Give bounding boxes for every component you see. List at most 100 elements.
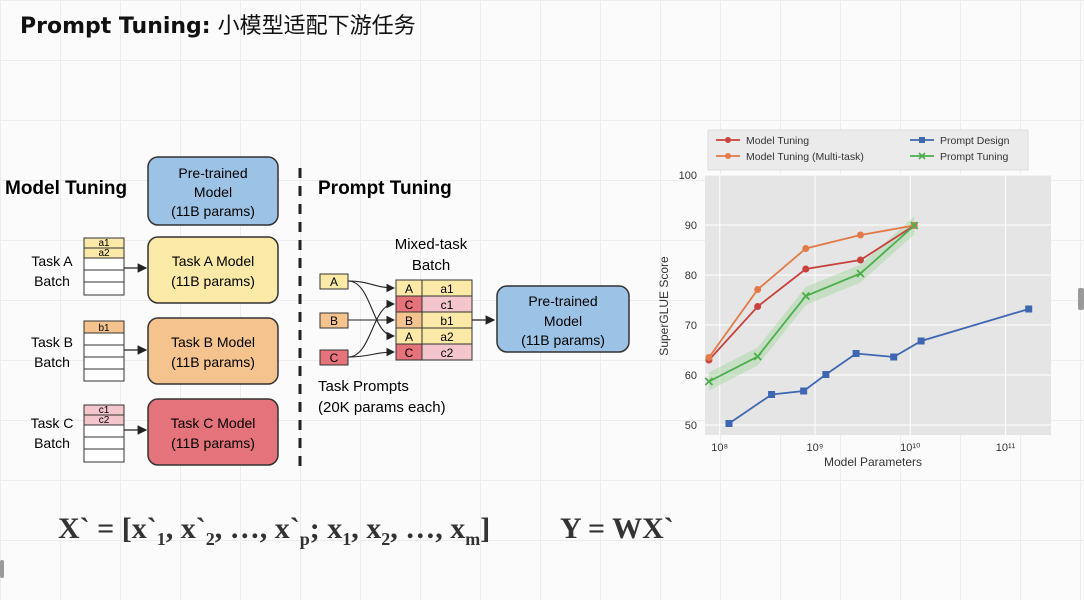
title-en: Prompt Tuning: [20,14,211,39]
svg-text:Batch: Batch [34,354,70,370]
svg-text:(11B params): (11B params) [171,273,255,289]
legend-marker [725,137,731,143]
legend-label: Prompt Design [940,135,1010,147]
y-tick-label: 100 [679,170,697,182]
task-b-model-box [147,317,279,385]
task-b-group: Task B Batch b1 Task B Model (11B params… [31,317,279,385]
svg-text:C: C [405,298,414,312]
svg-text:(11B params): (11B params) [171,203,255,219]
pretrained-model-box: Pre-trained Model (11B params) [147,156,279,226]
svg-text:a2: a2 [98,248,110,259]
series-layer [704,216,1033,427]
task-prompts: A B C [319,273,349,366]
data-point [822,371,830,378]
data-point [704,377,714,386]
plot-area [705,175,1051,435]
scroll-handle-right[interactable] [1078,288,1084,310]
series-2 [725,305,1033,427]
task-prompts-label: Task Prompts [318,378,409,395]
data-point [725,420,733,427]
data-point [754,303,762,310]
data-point [801,291,810,301]
grid [705,174,1051,435]
data-point [1025,305,1033,313]
svg-text:(11B params): (11B params) [521,332,605,348]
y-tick-label: 70 [685,320,697,332]
x-axis-label: Model Parameters [824,455,922,469]
title-zh: 小模型适配下游任务 [217,14,416,39]
slide-title: Prompt Tuning: 小模型适配下游任务 [20,8,416,40]
data-point [856,269,865,278]
x-tick-label: 10¹⁰ [900,442,921,454]
task-c-label: Task C [31,415,74,431]
prompt-connectors [347,280,396,358]
svg-text:c1: c1 [441,298,454,312]
svg-text:Task C Model: Task C Model [171,415,256,431]
task-a-batch-table: a1 a2 [83,237,125,296]
tuning-diagram: Model Tuning Prompt Tuning Pre-trained M… [5,156,630,466]
legend-marker [725,153,731,159]
task-b-label: Task B [31,334,73,350]
svg-text:(20K params each): (20K params each) [318,399,446,416]
task-a-model-box [147,236,279,304]
legend-label: Model Tuning (Multi-task) [746,151,864,163]
svg-text:B: B [330,314,338,328]
svg-text:Task A Model: Task A Model [172,253,255,269]
data-point [910,221,919,230]
mixed-batch-table: A a1 C c1 B b1 A a2 C c2 [395,279,473,361]
data-point [802,245,810,252]
data-point [917,337,925,345]
svg-text:A: A [330,275,338,289]
y-tick-label: 90 [685,220,697,232]
data-point [856,256,864,264]
y-tick-label: 50 [685,420,697,432]
task-a-label: Task A [31,253,73,269]
legend-marker [918,152,926,160]
legend-label: Model Tuning [746,135,809,147]
prompt-tuning-heading: Prompt Tuning [318,178,452,199]
formula-x: X` = [x`1, x`2, …, x`p; x1, x2, …, xm] [58,512,491,549]
svg-text:c1: c1 [99,405,110,416]
series-3 [704,221,919,386]
data-point [852,350,860,357]
x-tick-label: 10¹¹ [996,442,1016,454]
x-tick-label: 10⁹ [807,442,824,454]
svg-text:c2: c2 [441,346,454,360]
svg-text:Batch: Batch [34,435,70,451]
data-point [890,353,898,361]
svg-text:Batch: Batch [34,273,70,289]
prompt-tuning-band [708,216,915,391]
y-tick-label: 60 [685,370,697,382]
svg-text:b1: b1 [440,314,454,328]
svg-text:Task B Model: Task B Model [171,334,255,350]
pretrained-model-box-right: Pre-trained Model (11B params) [496,285,630,353]
task-c-group: Task C Batch c1 c2 Task C Model (11B par… [31,398,279,466]
scroll-handle-left[interactable] [0,560,4,578]
svg-text:a1: a1 [98,238,110,249]
svg-text:Pre-trained: Pre-trained [528,293,597,309]
task-c-batch-table: c1 c2 [83,404,125,463]
svg-text:(11B params): (11B params) [171,354,255,370]
mixed-batch-label: Mixed-task [395,236,468,253]
formula-part: X` = [x` [58,512,157,545]
task-b-batch-table: b1 [83,320,125,382]
svg-text:Model: Model [544,313,582,329]
svg-text:a1: a1 [440,282,454,296]
svg-text:a2: a2 [440,330,454,344]
svg-text:Batch: Batch [412,257,450,274]
x-tick-label: 10⁸ [711,442,728,454]
series-1 [705,222,918,361]
data-point [856,231,864,239]
svg-text:C: C [405,346,414,360]
svg-text:B: B [405,314,413,328]
data-point [754,286,762,293]
y-axis-label: SuperGLUE Score [657,256,671,356]
svg-text:b1: b1 [98,323,110,334]
data-point [800,387,808,395]
task-c-model-box [147,398,279,466]
data-point [753,352,762,361]
svg-text:Model: Model [194,184,232,200]
data-point [705,354,713,361]
